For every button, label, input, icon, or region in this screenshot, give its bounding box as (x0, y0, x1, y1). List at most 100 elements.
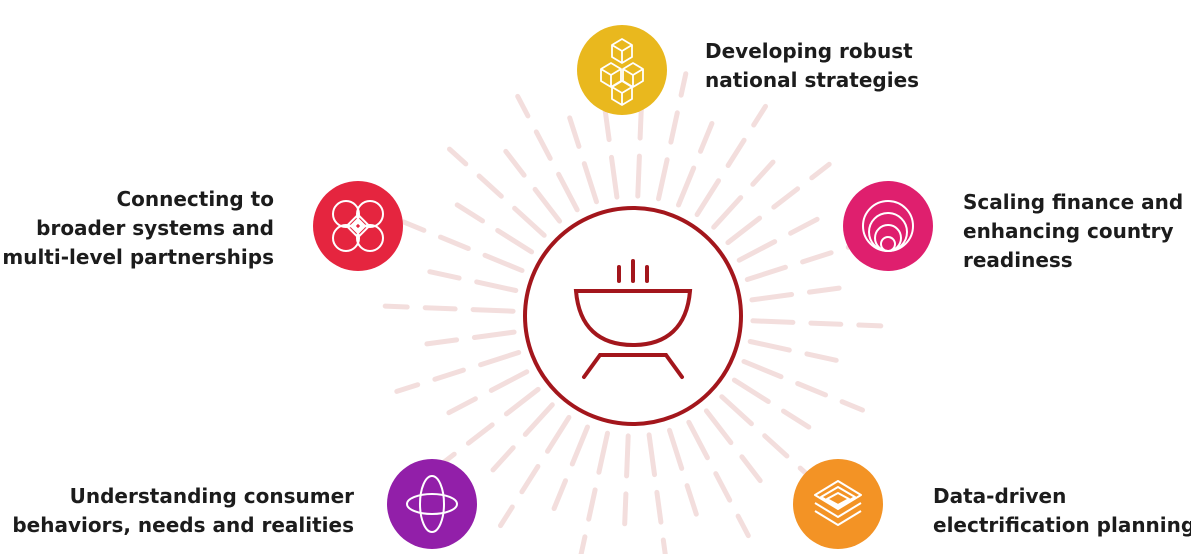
ray-dash (684, 483, 699, 517)
ray-dash (578, 534, 588, 554)
partnerships-label: Connecting to broader systems and multi-… (2, 185, 274, 272)
ray-dash (551, 478, 568, 511)
ray-dash (482, 252, 525, 273)
consumer-node (387, 459, 477, 549)
ray-dash (490, 445, 516, 473)
ray-dash (781, 408, 812, 430)
ray-dash (446, 396, 478, 416)
strategies-label: Developing robust national strategies (705, 37, 919, 95)
ray-dash (476, 173, 504, 199)
ray-dash (800, 250, 834, 265)
ray-dash (667, 427, 685, 471)
ray-dash (676, 165, 697, 208)
ray-dash (422, 305, 458, 312)
ray-dash (470, 307, 516, 314)
ray-dash (839, 399, 865, 413)
ray-dash (488, 369, 530, 393)
ray-dash (545, 414, 572, 454)
ray-dash (515, 93, 531, 119)
ray-dash (750, 318, 796, 325)
ray-dash (660, 537, 668, 554)
label-line: national strategies (705, 68, 920, 92)
ray-dash (624, 433, 631, 479)
partnerships-node (313, 181, 403, 271)
ray-dash (856, 322, 884, 329)
ray-dash (809, 161, 832, 181)
ray-dash (401, 219, 427, 233)
ray-dash (495, 228, 535, 255)
ray-dash (567, 115, 582, 149)
ray-dash (519, 464, 541, 495)
ray-dash (474, 279, 519, 293)
ray-dash (596, 430, 610, 475)
ray-dash (602, 107, 612, 143)
ray-dash (654, 489, 664, 525)
label-line: Data-driven (933, 484, 1067, 508)
ray-dash (694, 178, 721, 218)
ray-dash (637, 105, 644, 141)
ray-dash (427, 269, 462, 281)
label-line: Understanding consumer (69, 484, 354, 508)
ray-dash (382, 303, 410, 310)
ray-dash (503, 386, 541, 417)
ray-dash (394, 382, 421, 394)
interlocking-circles-icon (313, 181, 403, 271)
ray-dash (711, 195, 744, 230)
ray-dash (739, 454, 763, 484)
ray-dash (678, 71, 689, 98)
ray-dash (751, 103, 768, 128)
consumer-label: Understanding consumer behaviors, needs … (12, 482, 354, 540)
ray-dash (747, 339, 792, 353)
label-line: behaviors, needs and realities (12, 513, 354, 537)
ray-dash (581, 161, 599, 205)
data-node (793, 459, 883, 549)
ray-dash (735, 513, 751, 539)
ray-dash (762, 433, 790, 459)
ray-dash (522, 402, 555, 437)
ray-dash (569, 424, 590, 467)
finance-label: Scaling finance and enhancing country re… (963, 188, 1183, 275)
ray-dash (498, 504, 515, 529)
ray-dash (503, 148, 527, 178)
ray-dash (713, 471, 733, 503)
ray-dash (731, 377, 771, 404)
ray-dash (741, 359, 784, 380)
ray-dash (656, 157, 670, 202)
ray-dash (609, 154, 620, 200)
label-line: Scaling finance and (963, 190, 1184, 214)
data-label: Data-driven electrification planning (933, 482, 1191, 540)
nested-circles-icon (843, 181, 933, 271)
ray-dash (719, 394, 754, 427)
ray-dash (725, 215, 763, 246)
label-line: enhancing country (963, 219, 1174, 243)
ray-dash (703, 408, 734, 446)
ray-dash (795, 381, 828, 398)
ray-dash (471, 329, 517, 340)
ray-dash (744, 264, 788, 282)
ray-dash (749, 292, 795, 303)
finance-node (843, 181, 933, 271)
ray-dash (804, 351, 839, 363)
stacked-layers-icon (793, 459, 883, 549)
ray-dash (478, 350, 522, 368)
ray-dash (447, 146, 469, 167)
ray-dash (465, 422, 495, 446)
ray-dash (698, 121, 715, 154)
label-line: Connecting to (116, 187, 274, 211)
label-line: multi-level partnerships (2, 245, 274, 269)
ray-dash (788, 216, 820, 236)
cookstove-icon (523, 206, 743, 426)
ray-dash (622, 491, 629, 527)
ray-dash (512, 205, 547, 238)
label-line: readiness (963, 248, 1073, 272)
ray-dash (646, 432, 657, 478)
ray-dash (808, 320, 844, 327)
ray-dash (586, 487, 598, 522)
ray-dash (668, 110, 680, 145)
ray-dash (454, 202, 485, 224)
ray-dash (533, 129, 553, 161)
ray-dash (438, 234, 471, 251)
label-line: electrification planning (933, 513, 1191, 537)
ray-dash (725, 137, 747, 168)
ray-dash (736, 239, 778, 263)
